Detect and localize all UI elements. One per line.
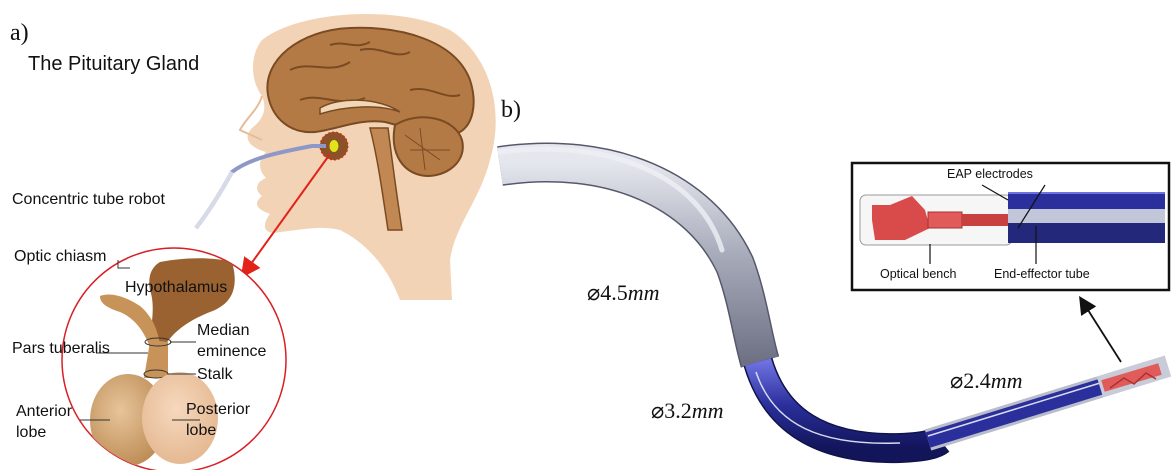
optical-bench-label: Optical bench — [880, 267, 956, 281]
robot-label: Concentric tube robot — [12, 191, 165, 209]
diameter-4-5-label: ⌀4.5mm — [587, 280, 660, 306]
posterior-lobe-label: lobe — [186, 422, 216, 440]
panel-a-title: The Pituitary Gland — [28, 53, 199, 76]
panel-a-tag: a) — [10, 20, 29, 47]
diameter-unit: mm — [628, 280, 660, 305]
eminence-label: eminence — [197, 343, 266, 361]
pars-tuberalis-label: Pars tuberalis — [12, 340, 110, 358]
diameter-value: 3.2 — [664, 398, 692, 423]
posterior-label: Posterior — [186, 401, 250, 419]
end-effector-tube-label: End-effector tube — [994, 267, 1090, 281]
median-label: Median — [197, 322, 249, 340]
diameter-value: 4.5 — [600, 280, 628, 305]
diameter-2-4-label: ⌀2.4mm — [950, 368, 1023, 394]
panel-b-tag: b) — [501, 97, 521, 124]
diameter-unit: mm — [991, 368, 1023, 393]
stalk-label: Stalk — [197, 366, 233, 384]
hypothalamus-label: Hypothalamus — [125, 279, 227, 297]
diameter-3-2-label: ⌀3.2mm — [651, 398, 724, 424]
tube-section-blue — [756, 362, 940, 448]
optic-chiasm-label: Optic chiasm — [14, 248, 106, 266]
diameter-symbol: ⌀ — [651, 398, 664, 423]
anterior-label: Anterior — [16, 403, 72, 421]
inset-arrow — [1081, 299, 1121, 362]
anterior-lobe-label: lobe — [16, 424, 46, 442]
tube-section-gray — [500, 149, 760, 362]
diameter-unit: mm — [692, 398, 724, 423]
diameter-value: 2.4 — [963, 368, 991, 393]
diameter-symbol: ⌀ — [950, 368, 963, 393]
diameter-symbol: ⌀ — [587, 280, 600, 305]
eap-electrodes-label: EAP electrodes — [947, 167, 1033, 181]
